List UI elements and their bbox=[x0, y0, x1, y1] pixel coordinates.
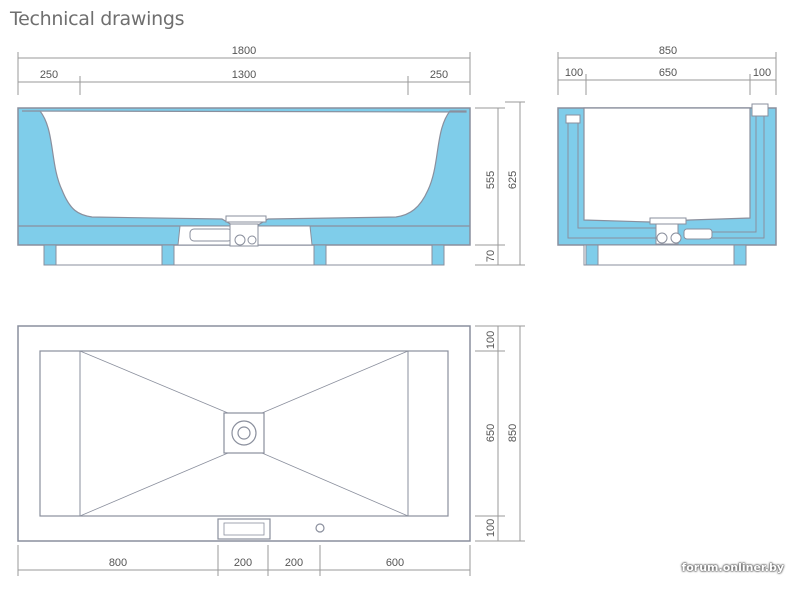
side-overall-width: 850 bbox=[659, 45, 677, 57]
top-view: 100 650 100 850 800 200 200 600 bbox=[17, 325, 525, 576]
front-left-rim: 250 bbox=[40, 69, 58, 81]
side-right-wall: 100 bbox=[753, 67, 771, 79]
top-inner-depth: 650 bbox=[485, 424, 497, 442]
top-overall-depth: 850 bbox=[507, 424, 519, 442]
top-segment-4: 600 bbox=[386, 557, 404, 569]
top-bottom-margin: 100 bbox=[485, 519, 497, 537]
front-leg-height: 70 bbox=[485, 250, 497, 262]
front-inner-width: 1300 bbox=[232, 69, 256, 81]
front-total-height: 625 bbox=[507, 171, 519, 189]
page-title: Technical drawings bbox=[10, 8, 185, 30]
side-left-wall: 100 bbox=[565, 67, 583, 79]
top-segment-3: 200 bbox=[285, 557, 303, 569]
top-margin: 100 bbox=[485, 331, 497, 349]
front-tub-height: 555 bbox=[485, 171, 497, 189]
side-inner-width: 650 bbox=[659, 67, 677, 79]
top-segment-2: 200 bbox=[234, 557, 252, 569]
top-segment-1: 800 bbox=[109, 557, 127, 569]
front-overall-width: 1800 bbox=[232, 45, 256, 57]
front-view: 1800 250 1300 250 bbox=[17, 45, 525, 266]
watermark: forum.onliner.by bbox=[681, 561, 784, 574]
front-right-rim: 250 bbox=[430, 69, 448, 81]
side-view: 850 100 650 100 bbox=[557, 45, 777, 266]
